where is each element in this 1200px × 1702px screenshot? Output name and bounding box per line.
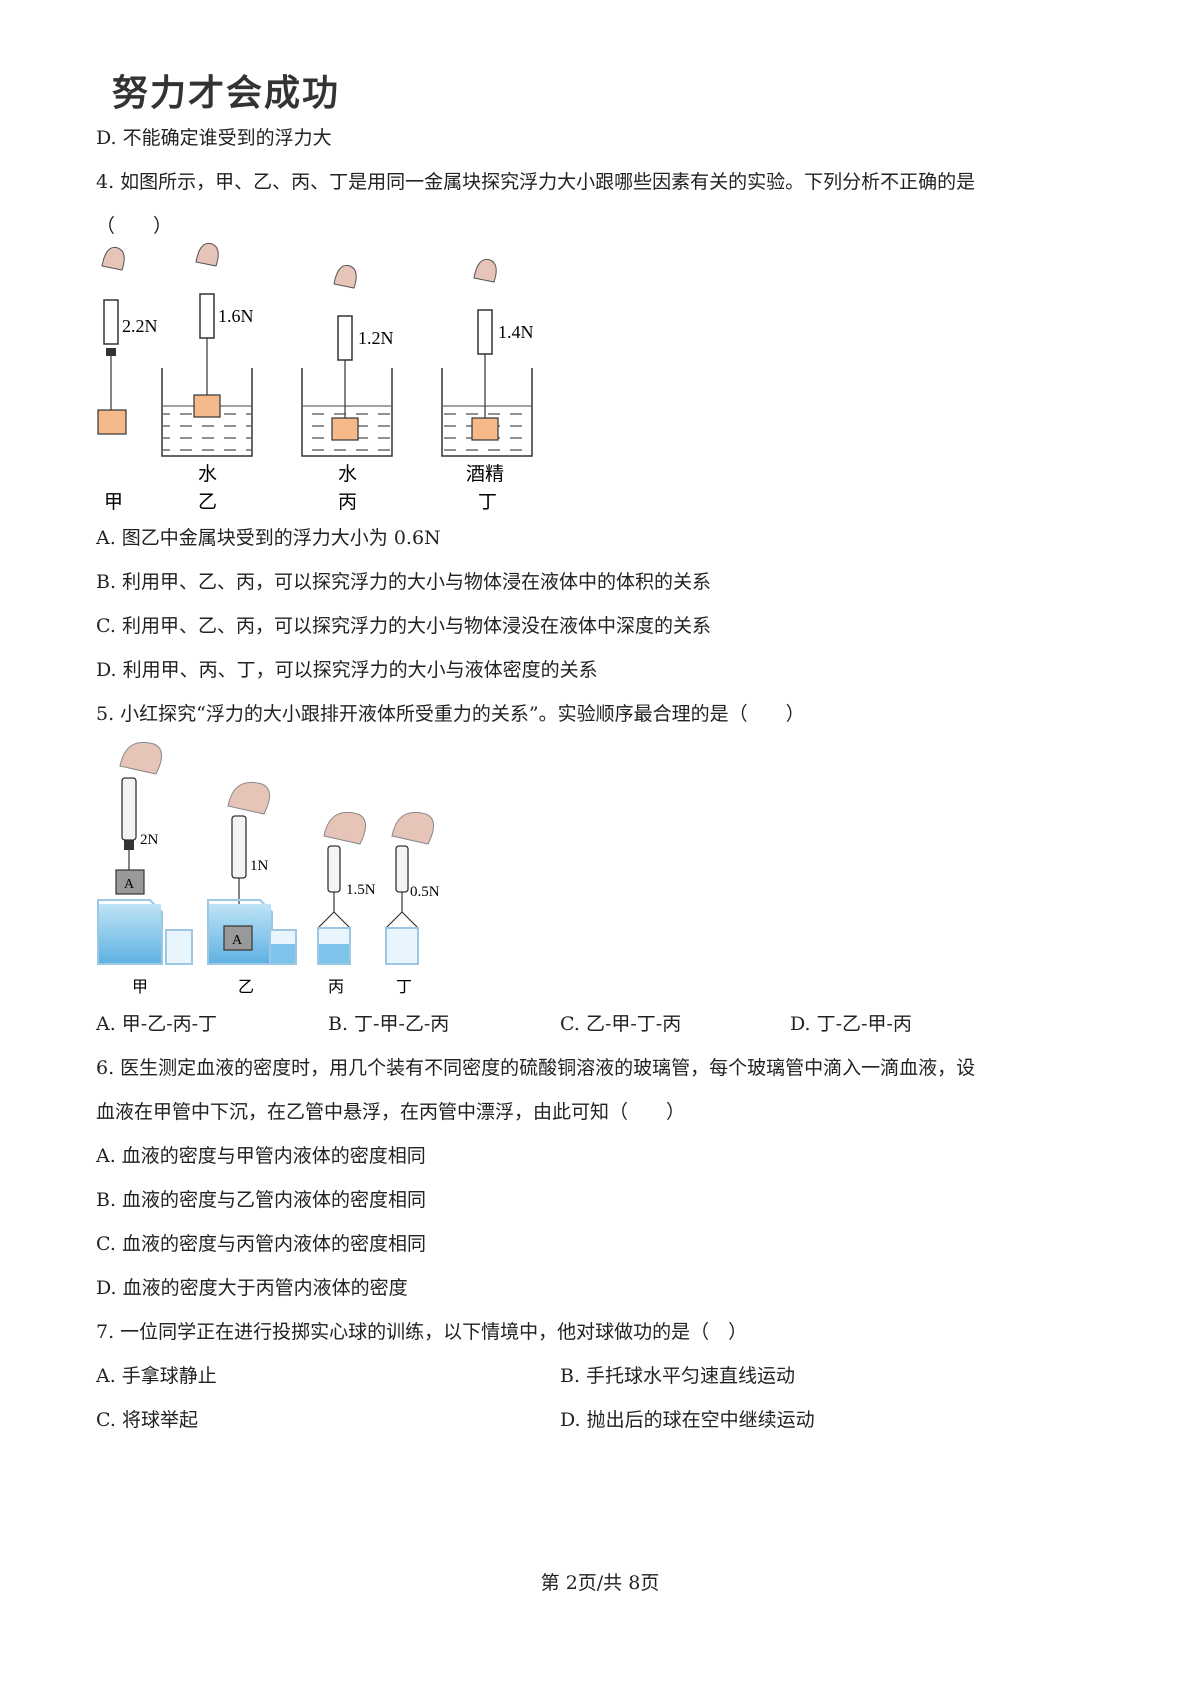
- q6-option-a: A. 血液的密度与甲管内液体的密度相同: [96, 1145, 426, 1167]
- page-number-footer: 第 2页/共 8页: [540, 1572, 660, 1594]
- q7-option-b: B. 手托球水平匀速直线运动: [560, 1365, 796, 1387]
- block-label: A: [232, 933, 243, 948]
- hand-icon: [119, 741, 162, 775]
- q4-figure: 2.2N 甲 1.6N 水 乙 1.2N 水 丙: [97, 242, 534, 513]
- metal-block: [97, 409, 127, 435]
- liquid-label: 水: [338, 463, 357, 485]
- setup-label: 甲: [132, 977, 148, 996]
- setup-label: 乙: [198, 491, 217, 513]
- q7-stem: 7. 一位同学正在进行投掷实心球的训练，以下情境中，他对球做功的是（ ）: [96, 1321, 748, 1343]
- q6-option-d: D. 血液的密度大于丙管内液体的密度: [96, 1277, 408, 1299]
- setup-label: 丙: [338, 491, 357, 513]
- q5-stem: 5. 小红探究“浮力的大小跟排开液体所受重力的关系”。实验顺序最合理的是（ ）: [96, 703, 805, 725]
- q5-setup-ding: 0.5N 丁: [385, 811, 440, 996]
- block-a: [223, 925, 253, 951]
- small-beaker-icon: [165, 929, 193, 965]
- block-a: [115, 869, 145, 895]
- scale-reading: 1.4N: [498, 322, 534, 342]
- q5-option-c: C. 乙-甲-丁-丙: [560, 1013, 682, 1035]
- setup-label: 甲: [104, 491, 123, 513]
- q6-stem-line2: 血液在甲管中下沉，在乙管中悬浮，在丙管中漂浮，由此可知（ ）: [96, 1101, 686, 1123]
- beaker-icon: [161, 368, 253, 457]
- q5-option-b: B. 丁-甲-乙-丙: [328, 1013, 450, 1035]
- setup-label: 丁: [396, 977, 412, 996]
- block-label: A: [124, 877, 135, 892]
- q5-setup-yi: A 1N 乙: [207, 781, 297, 996]
- q4-option-a: A. 图乙中金属块受到的浮力大小为 0.6N: [96, 527, 441, 549]
- q5-figure: A 2N 甲 A 1N 乙: [97, 741, 440, 996]
- spring-scale-icon: [337, 315, 353, 361]
- liquid-label: 酒精: [466, 463, 504, 485]
- q6-option-b: B. 血液的密度与乙管内液体的密度相同: [96, 1189, 427, 1211]
- scale-reading: 1.6N: [218, 306, 254, 326]
- small-beaker-icon: [385, 927, 419, 965]
- q4-stem: 4. 如图所示，甲、乙、丙、丁是用同一金属块探究浮力大小跟哪些因素有关的实验。下…: [96, 171, 976, 193]
- q7-option-c: C. 将球举起: [96, 1409, 198, 1431]
- q5-option-a: A. 甲-乙-丙-丁: [96, 1013, 218, 1035]
- q5-setup-bing: 1.5N 丙: [317, 811, 376, 996]
- hand-icon: [333, 264, 357, 289]
- beaker-icon: [441, 368, 533, 457]
- scale-reading: 1N: [250, 858, 269, 874]
- scale-reading: 2.2N: [122, 316, 158, 336]
- spring-scale-icon: [477, 309, 493, 355]
- q6-stem-line1: 6. 医生测定血液的密度时，用几个装有不同密度的硫酸铜溶液的玻璃管，每个玻璃管中…: [96, 1057, 976, 1079]
- spring-scale-icon: [199, 293, 215, 339]
- setup-label: 丙: [328, 977, 344, 996]
- spring-scale-icon: [103, 299, 119, 345]
- setup-label: 丁: [478, 491, 497, 513]
- metal-block: [193, 394, 221, 418]
- page-header-title: 努力才会成功: [112, 73, 341, 114]
- hand-icon: [323, 811, 366, 845]
- hand-icon: [195, 242, 219, 267]
- q4-answer-paren: （ ）: [96, 215, 173, 237]
- beaker-icon: [301, 368, 393, 457]
- water-liquid: [99, 904, 161, 963]
- q7-option-a: A. 手拿球静止: [96, 1365, 217, 1387]
- hand-icon: [391, 811, 434, 845]
- q5-option-d: D. 丁-乙-甲-丙: [790, 1013, 912, 1035]
- scale-reading: 1.2N: [358, 328, 394, 348]
- scale-reading: 0.5N: [410, 884, 440, 900]
- q4-setup-bing: 1.2N 水 丙: [301, 264, 394, 513]
- scale-reading: 1.5N: [346, 882, 376, 898]
- q3-option-d: D. 不能确定谁受到的浮力大: [96, 127, 332, 149]
- q4-option-b: B. 利用甲、乙、丙，可以探究浮力的大小与物体浸在液体中的体积的关系: [96, 571, 712, 593]
- setup-label: 乙: [238, 977, 254, 996]
- spring-scale-icon: [395, 845, 409, 893]
- spring-scale-icon: [231, 815, 247, 879]
- q4-setup-yi: 1.6N 水 乙: [161, 242, 254, 513]
- scale-reading: 2N: [140, 832, 159, 848]
- hand-icon: [473, 258, 497, 283]
- q6-option-c: C. 血液的密度与丙管内液体的密度相同: [96, 1233, 426, 1255]
- q5-setup-jia: A 2N 甲: [97, 741, 193, 996]
- spring-scale-icon: [121, 777, 137, 841]
- q4-option-d: D. 利用甲、丙、丁，可以探究浮力的大小与液体密度的关系: [96, 659, 598, 681]
- metal-block: [331, 417, 359, 441]
- q4-setup-ding: 1.4N 酒精 丁: [441, 258, 534, 513]
- hand-icon: [101, 246, 125, 271]
- liquid-label: 水: [198, 463, 217, 485]
- q4-option-c: C. 利用甲、乙、丙，可以探究浮力的大小与物体浸没在液体中深度的关系: [96, 615, 711, 637]
- hand-icon: [227, 781, 270, 815]
- spring-scale-icon: [327, 845, 341, 893]
- overflow-cup-icon: [97, 899, 163, 965]
- q7-option-d: D. 抛出后的球在空中继续运动: [560, 1409, 815, 1431]
- q4-setup-jia: 2.2N 甲: [97, 246, 158, 513]
- metal-block: [471, 417, 499, 441]
